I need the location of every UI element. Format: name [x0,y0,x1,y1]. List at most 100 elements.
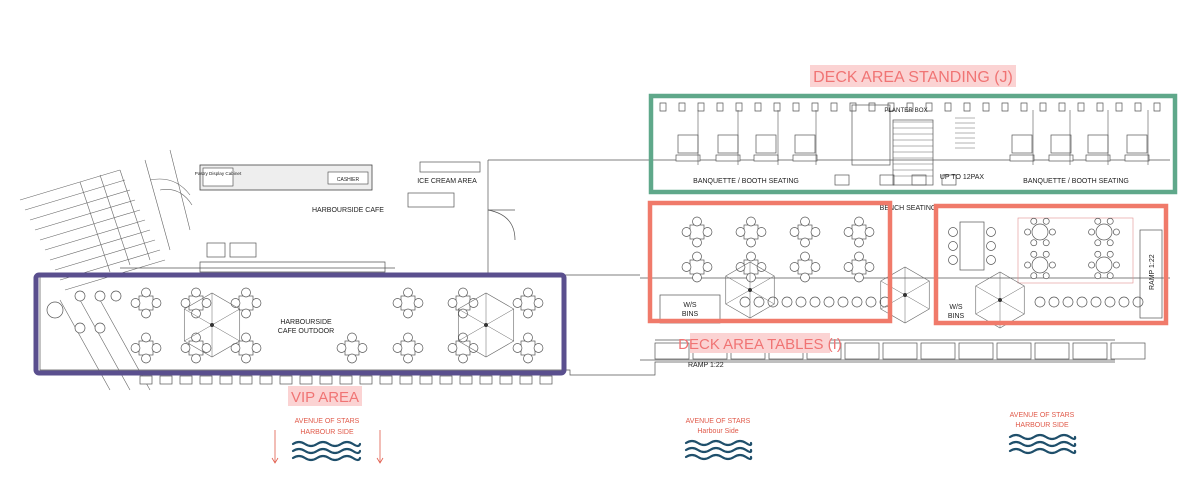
bench-chair [1132,296,1144,308]
booth-table [1011,134,1033,154]
chair [1042,239,1050,247]
wave-icon [1008,433,1077,441]
chair [180,343,191,353]
table [188,295,204,311]
table [851,259,867,275]
chair [1113,228,1120,236]
chair [1094,272,1102,280]
standing-deck-furniture [659,102,1161,186]
chair [1030,250,1038,258]
vip-title-bg [288,386,362,406]
chair [512,298,523,308]
planter-pot [159,375,173,385]
deck-bench [1072,342,1108,360]
table-set [336,332,368,364]
banquette-seat [1020,102,1028,112]
deck-bench [654,342,690,360]
umbrella-pole [484,323,488,327]
round-table-set [1088,250,1120,280]
chair [458,332,468,343]
table [689,224,705,240]
chair [403,308,413,319]
chair [468,298,479,308]
chair [789,262,800,272]
round-table [1031,256,1049,274]
cashier-label: CASHIER [337,177,360,183]
cafe-outdoor-label-2: CAFE OUTDOOR [278,328,334,335]
ice-cream-area: ICE CREAM AREA [407,161,481,208]
chair [864,262,875,272]
cafe-outdoor-label-1: HARBOURSIDE [280,319,332,326]
banquette-seat [1058,102,1066,112]
chair [800,272,810,283]
booth-table [1126,134,1148,154]
chair [413,298,424,308]
ramp-bottom-label: RAMP 1:22 [688,362,724,369]
chair [756,262,767,272]
counters [206,242,257,258]
tables-title: DECK AREA TABLES (I) [678,336,842,353]
ws-bins-right-bins: BINS [948,313,965,320]
chair [230,343,241,353]
chair [403,332,413,343]
chair [523,308,533,319]
chair [403,353,413,364]
umbrella-rib [458,324,487,342]
chair [241,332,251,343]
table-set [512,287,544,319]
table-set [130,332,162,364]
chair [948,241,958,251]
umbrella-icon [975,271,1025,329]
chair [151,298,162,308]
chair [141,332,151,343]
planter-pot [399,375,413,385]
chair [854,251,864,262]
banquette-seat [1153,102,1161,112]
banquette-seat [773,102,781,112]
seafront-2: AVENUE OF STARS Harbour Side [684,418,753,461]
table [520,295,536,311]
bench-chair [739,296,751,308]
chair [533,343,544,353]
chair [191,353,201,364]
chair [151,343,162,353]
umbrella-rib [184,308,213,326]
chair [843,262,854,272]
umbrella-rib [904,280,930,296]
deck-bench [1110,342,1146,360]
bench-chair [1062,296,1074,308]
bench-chair [1048,296,1060,308]
umbrella-rib [880,294,906,310]
umbrella-rib [485,324,514,342]
chair [986,241,996,251]
chair [533,298,544,308]
chair [336,343,347,353]
table [138,340,154,356]
wave-icon [684,446,753,454]
chair [1049,228,1056,236]
chair [447,298,458,308]
chair [74,322,86,334]
chair [512,343,523,353]
ws-bins-left-bins: BINS [682,311,699,318]
chair [191,308,201,319]
umbrellas [183,261,1025,358]
table [455,295,471,311]
ramps: RAMP 1:22 RAMP 1:22 [688,229,1163,369]
umbrella-rib [880,280,906,296]
wave-icon [1008,447,1077,455]
banquette-seat [1039,102,1047,112]
chair [392,298,403,308]
chair [347,353,357,364]
booth-table [1087,134,1109,154]
chair [191,287,201,298]
chair [251,343,262,353]
booth-table [755,134,777,154]
chair [447,343,458,353]
table [520,340,536,356]
ws-bins-right-w: W/S [949,304,963,311]
banquette-right-label: BANQUETTE / BOOTH SEATING [1023,178,1129,185]
tables-zone-left-box [647,200,893,324]
table-set [735,216,767,248]
